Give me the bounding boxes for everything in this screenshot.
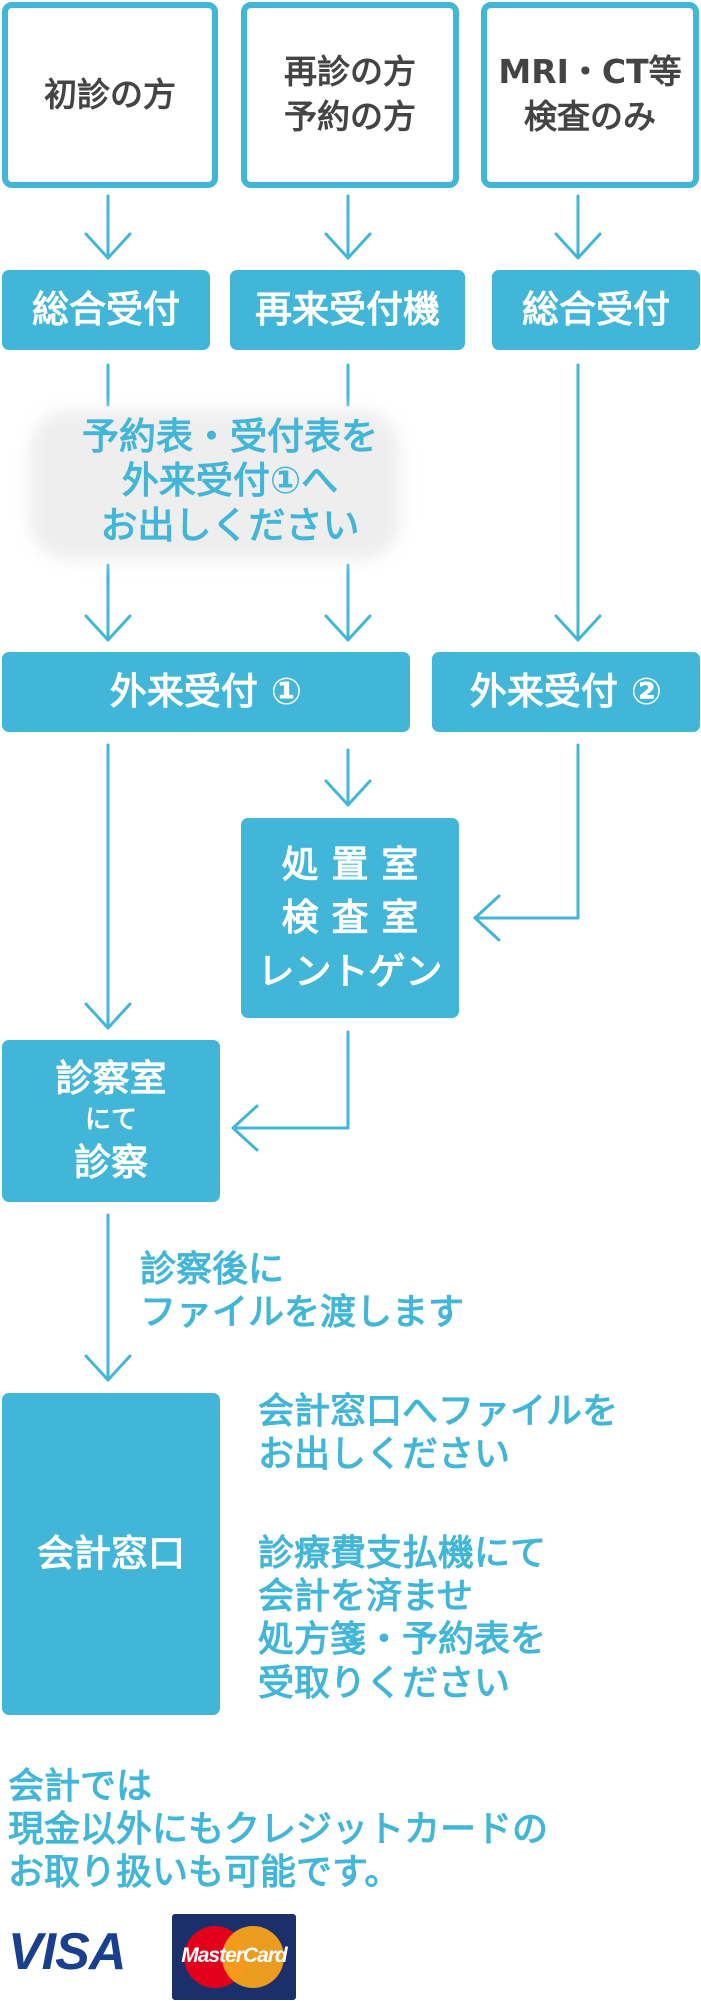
arrow-head xyxy=(473,894,501,942)
arrow-head xyxy=(554,232,602,260)
visa-logo: VISA xyxy=(8,1923,126,1981)
cashier-note-payment: 診療費支払機にて 会計を済ませ 処方箋・予約表を 受取りください xyxy=(258,1533,547,1704)
arrow-head xyxy=(231,1104,259,1152)
submit-note: 予約表・受付表を 外来受付①へ お出しください xyxy=(82,415,378,547)
arrow-line xyxy=(473,743,580,920)
exam-box-line2: にて xyxy=(84,1105,137,1136)
reception-box-return-machine: 再来受付機 xyxy=(230,270,465,350)
mastercard-logo-text: MasterCard xyxy=(181,1944,288,1967)
exam-box: 診察室 にて 診察 xyxy=(2,1040,220,1202)
arrow-head xyxy=(554,614,602,642)
start-box-first-visit: 初診の方 xyxy=(2,2,218,188)
cashier-box: 会計窓口 xyxy=(2,1393,220,1715)
arrow-head xyxy=(84,614,132,642)
arrow-head xyxy=(84,1002,132,1030)
arrow-head xyxy=(324,614,372,642)
exam-box-line1: 診察室 xyxy=(55,1057,167,1101)
after-exam-note: 診察後に ファイルを渡します xyxy=(140,1249,465,1334)
reception-box-general: 総合受付 xyxy=(2,270,210,350)
outpatient-box-1: 外来受付 ① xyxy=(2,652,410,732)
payment-note: 会計では 現金以外にもクレジットカードの お取り扱いも可能です。 xyxy=(8,1766,549,1894)
mastercard-logo: MasterCard xyxy=(172,1914,296,2000)
arrow-line xyxy=(231,1030,350,1130)
treatment-box: 処 置 室 検 査 室 レントゲン xyxy=(241,818,459,1018)
arrow-head xyxy=(84,232,132,260)
note-background xyxy=(30,410,400,560)
mastercard-orange-circle xyxy=(222,1926,284,1988)
exam-box-line3: 診察 xyxy=(74,1140,148,1184)
outpatient-box-2: 外来受付 ② xyxy=(432,652,700,732)
cashier-note-submit: 会計窓口へファイルを お出しください xyxy=(258,1391,619,1476)
start-box-return-visit: 再診の方 予約の方 xyxy=(241,2,459,188)
arrow-head xyxy=(324,779,372,807)
arrow-head xyxy=(324,232,372,260)
reception-box-general-2: 総合受付 xyxy=(492,270,700,350)
start-box-exam-only: MRI・CT等 検査のみ xyxy=(481,2,699,188)
arrow-head xyxy=(84,1354,132,1382)
